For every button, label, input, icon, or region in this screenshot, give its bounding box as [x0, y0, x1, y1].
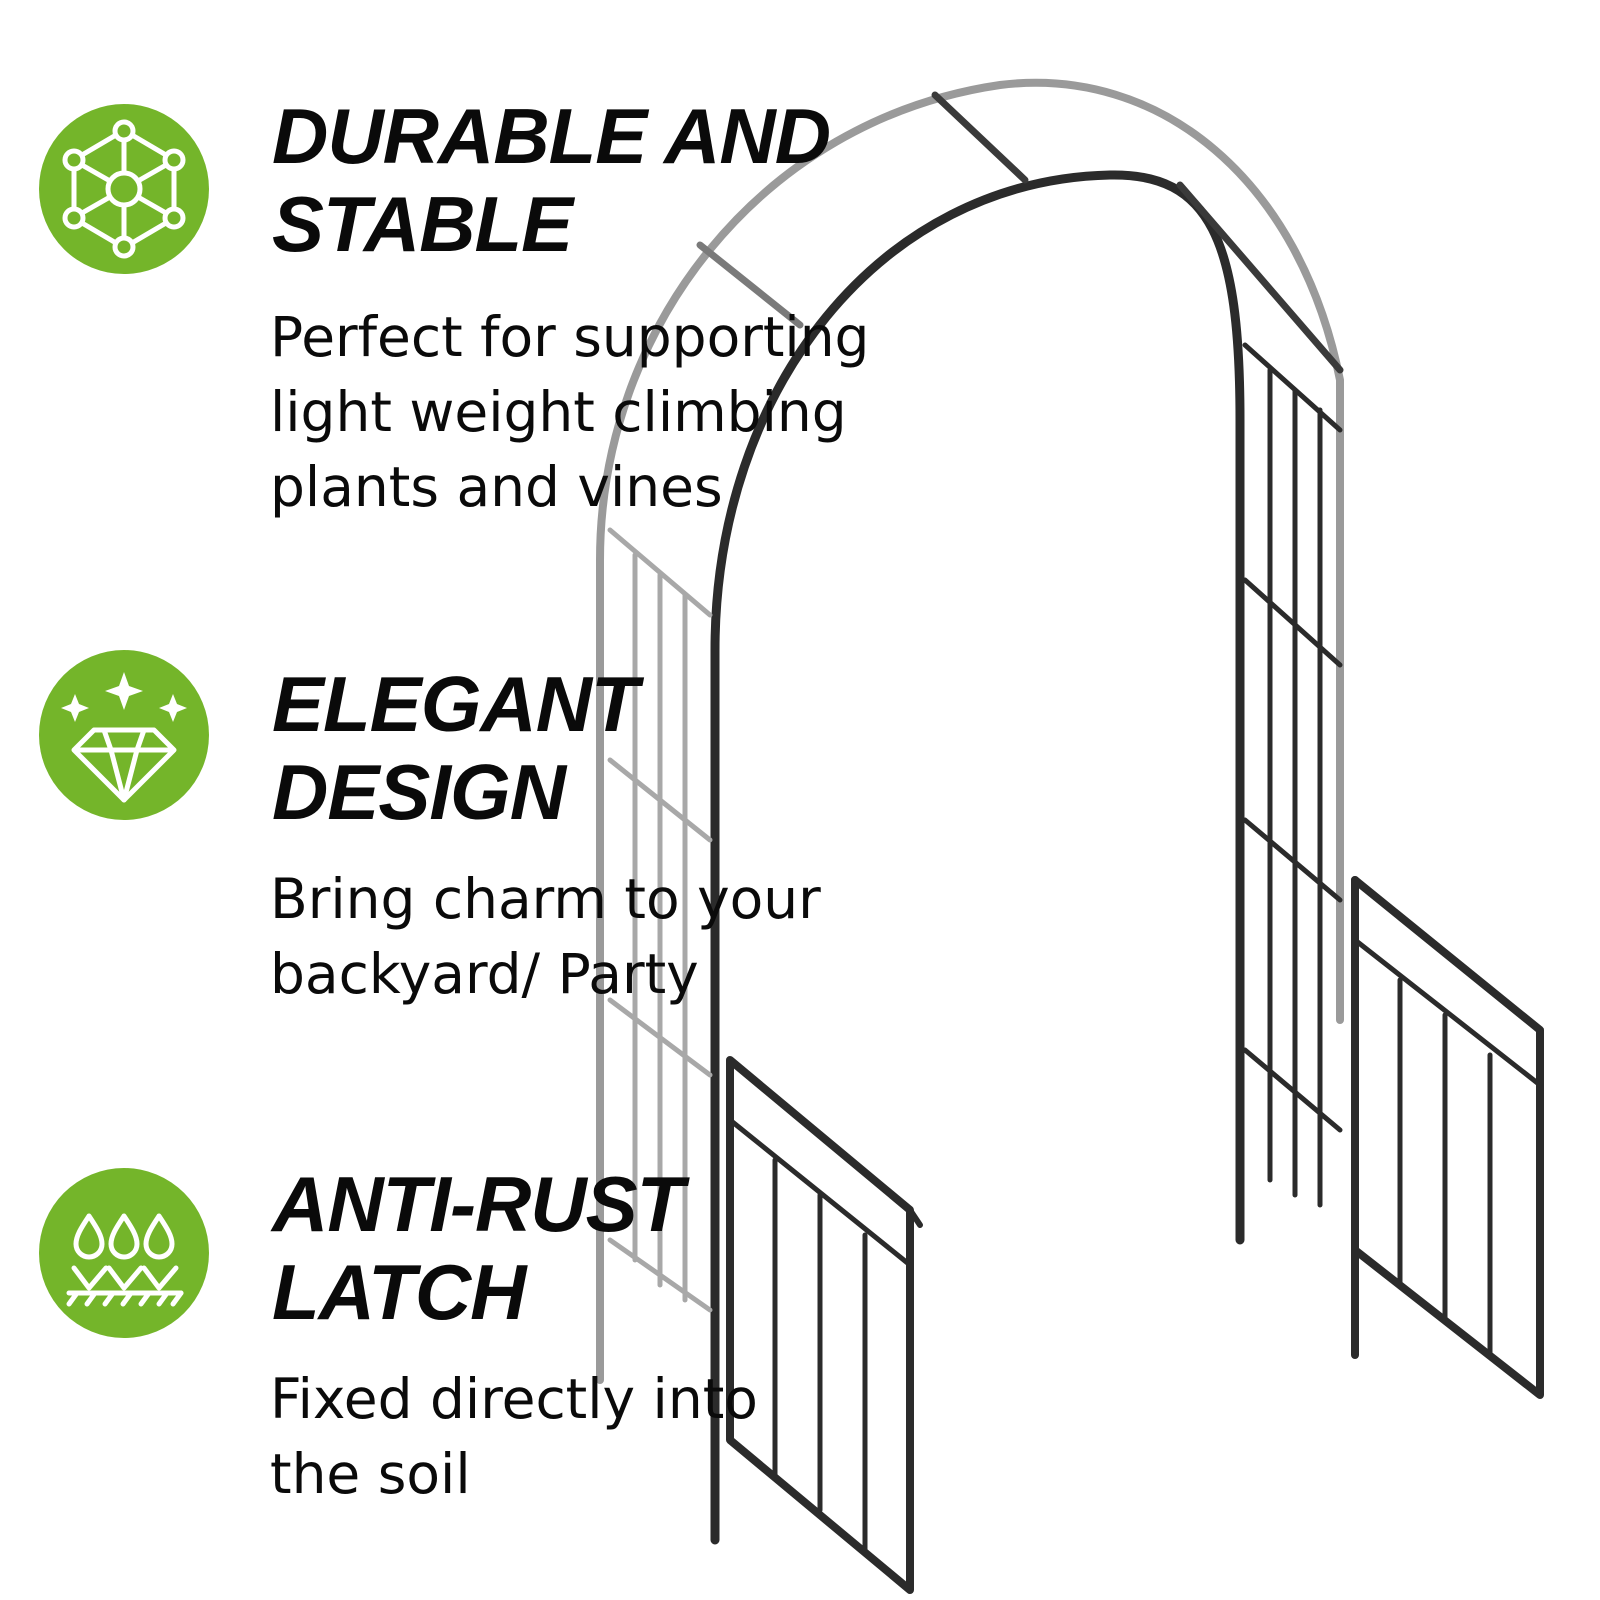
feature-title: DURABLE AND STABLE: [272, 92, 831, 268]
left-trellis-panel: [607, 527, 713, 1313]
left-gate: [726, 1056, 923, 1594]
right-gate: [1351, 876, 1544, 1399]
water-drops-soil-icon: [39, 1168, 209, 1338]
arch-back-tube: [596, 78, 1344, 1384]
arch-crossbar: [1176, 181, 1344, 374]
network-hexagon-icon: [39, 104, 209, 274]
feature-description: Fixed directly into the soil: [270, 1367, 758, 1506]
diamond-sparkle-icon: [39, 650, 209, 820]
feature-title: ANTI-RUST LATCH: [272, 1160, 684, 1336]
arch-front-tube: [710, 170, 1245, 1545]
arch-crossbar: [696, 241, 804, 329]
feature-title: ELEGANT DESIGN: [272, 660, 639, 836]
arch-crossbar: [931, 91, 1029, 184]
right-trellis-panel: [1242, 342, 1343, 1208]
feature-description: Perfect for supporting light weight clim…: [270, 305, 870, 519]
feature-description: Bring charm to your backyard/ Party: [270, 867, 821, 1006]
